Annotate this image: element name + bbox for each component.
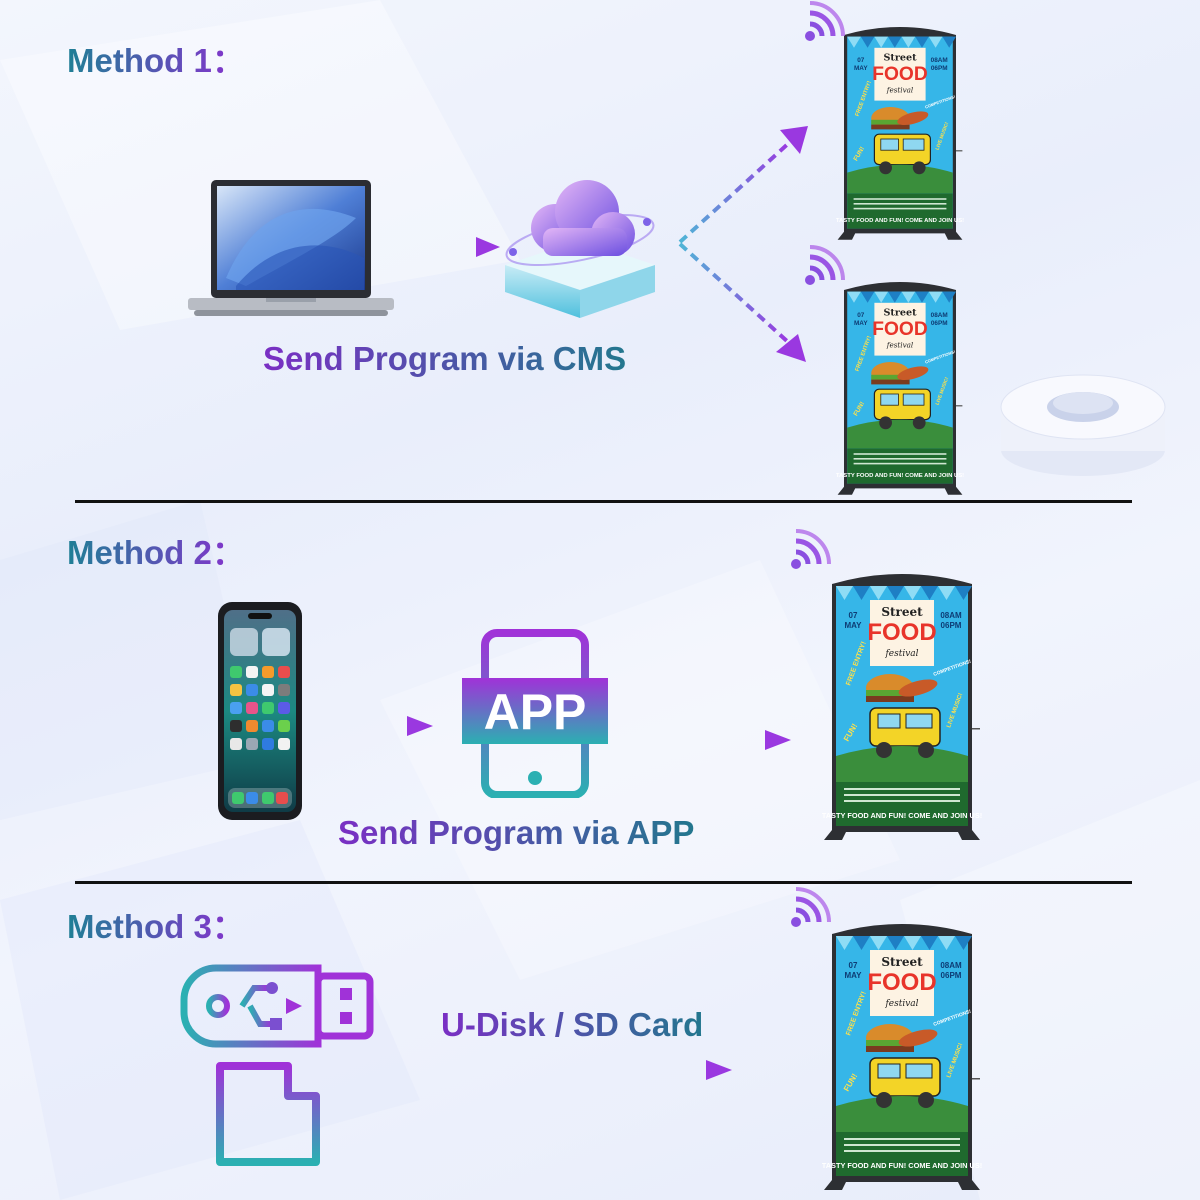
poster-date-month: MAY <box>854 320 868 327</box>
divider-1 <box>75 500 1132 503</box>
poster-date-day: 07 <box>857 312 865 319</box>
wifi-icon <box>800 244 848 290</box>
arrow-app-to-screen <box>617 730 791 750</box>
divider-2 <box>75 881 1132 884</box>
poster-line2: FOOD <box>872 64 928 85</box>
arrow-phone-to-app <box>307 716 433 736</box>
poster-time-close: 06PM <box>931 320 948 327</box>
sd-card-icon <box>216 1062 320 1166</box>
wifi-icon <box>786 528 834 574</box>
poster-date-month: MAY <box>844 971 862 980</box>
poster-time-open: 08AM <box>940 611 962 620</box>
poster-line1: Street <box>881 955 923 969</box>
puck-decoration <box>1000 374 1166 476</box>
poster-line2: FOOD <box>867 619 936 646</box>
usb-drive-icon <box>180 964 374 1048</box>
poster-line3: festival <box>886 86 913 95</box>
method-1-title: Method 1： <box>67 34 245 82</box>
poster-line2: FOOD <box>867 969 936 996</box>
poster-line3: festival <box>884 649 918 659</box>
arrow-cloud-to-screen-bottom <box>678 242 806 362</box>
poster-time-close: 06PM <box>941 621 962 630</box>
arrow-cloud-to-screen-top <box>678 126 808 244</box>
poster-date-month: MAY <box>844 621 862 630</box>
poster-time-open: 08AM <box>940 961 962 970</box>
poster-date-day: 07 <box>849 961 858 970</box>
poster-line2: FOOD <box>872 319 928 340</box>
poster-time-close: 06PM <box>941 971 962 980</box>
arrow-laptop-to-cloud <box>372 237 500 257</box>
poster-line3: festival <box>884 999 918 1009</box>
method-1-caption: Send Program via CMS <box>263 340 627 377</box>
wifi-icon <box>800 0 848 46</box>
poster-line1: Street <box>881 605 923 619</box>
method-3-caption: U-Disk / SD Card <box>441 1006 704 1043</box>
arrow-storage-to-screen <box>432 1060 732 1080</box>
poster-date-month: MAY <box>854 65 868 72</box>
smartphone-icon <box>218 602 302 820</box>
poster-footer: TASTY FOOD AND FUN! COME AND JOIN US! <box>836 473 964 479</box>
poster-footer: TASTY FOOD AND FUN! COME AND JOIN US! <box>836 218 964 224</box>
method-2-title: Method 2： <box>67 526 245 574</box>
poster-line1: Street <box>883 53 917 64</box>
poster-date-day: 07 <box>857 57 865 64</box>
app-label: APP <box>483 684 587 740</box>
cloud-server-icon <box>505 180 655 318</box>
poster-line1: Street <box>883 308 917 319</box>
method-3-title: Method 3： <box>67 900 245 948</box>
poster-time-open: 08AM <box>931 57 948 64</box>
poster-time-close: 06PM <box>931 65 948 72</box>
app-phone-icon <box>462 629 608 798</box>
poster-line3: festival <box>886 341 913 350</box>
poster-date-day: 07 <box>849 611 858 620</box>
method-2-caption: Send Program via APP <box>338 814 695 851</box>
poster-footer: TASTY FOOD AND FUN! COME AND JOIN US! <box>822 1161 982 1170</box>
poster-footer: TASTY FOOD AND FUN! COME AND JOIN US! <box>822 811 982 820</box>
laptop-icon <box>188 180 394 316</box>
poster-time-open: 08AM <box>931 312 948 319</box>
wifi-icon <box>786 886 834 932</box>
